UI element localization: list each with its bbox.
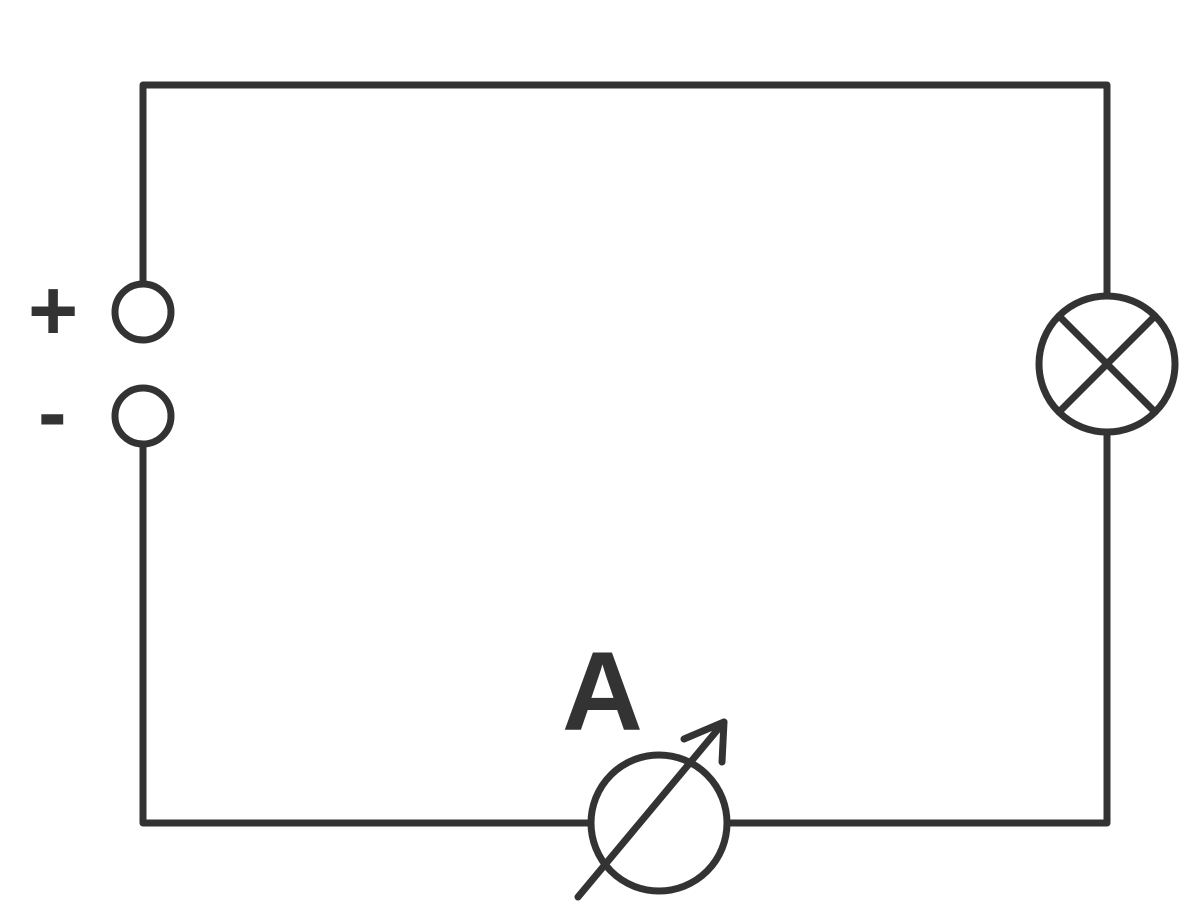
negative-terminal-label: - [38, 365, 67, 461]
wire-left-bottom [139, 440, 595, 827]
negative-terminal-icon [111, 384, 175, 448]
ammeter-label: A [562, 629, 643, 754]
wire-right-bottom [723, 428, 1111, 827]
wire-top [139, 81, 1111, 300]
ammeter-icon [574, 718, 731, 901]
positive-terminal-label: + [28, 263, 79, 359]
lamp-icon [1035, 292, 1179, 436]
positive-terminal-icon [111, 280, 175, 344]
